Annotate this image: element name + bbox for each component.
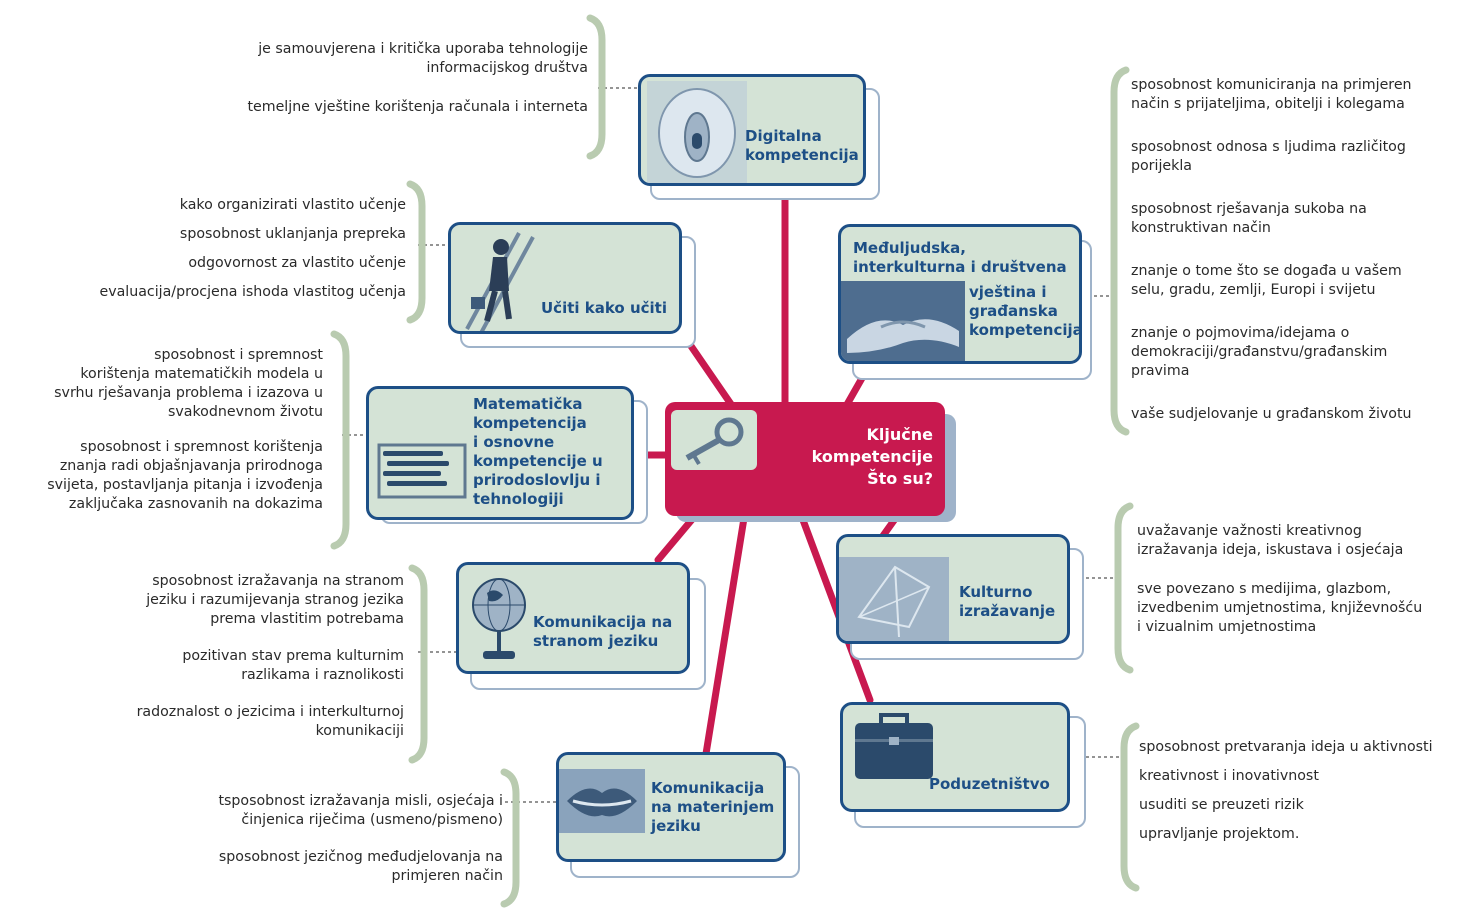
list-item: znanje o tome što se događa u vašem selu… xyxy=(1131,263,1402,298)
node-entre-title: Poduzetništvo xyxy=(929,775,1050,793)
center-title-3: Što su? xyxy=(867,469,933,488)
node-social-title-5: kompetencija xyxy=(969,321,1082,339)
node-foreign-title-2: stranom jeziku xyxy=(533,632,659,650)
list-item: sposobnost i spremnost korištenja matema… xyxy=(54,347,323,420)
list-item: sposobnost komuniciranja na primjeren na… xyxy=(1131,77,1412,112)
brace-foreign xyxy=(408,564,428,764)
list-item: sposobnost izražavanja na stranom jeziku… xyxy=(146,573,404,627)
abacus-icon xyxy=(377,443,467,499)
node-math-title-4: kompetencije u xyxy=(473,452,603,470)
node-digital[interactable]: Digitalna kompetencija xyxy=(638,74,866,186)
node-culture-title-2: izražavanje xyxy=(959,602,1056,620)
brace-culture xyxy=(1114,502,1134,674)
globe-icon xyxy=(472,578,526,659)
list-item: sposobnost i spremnost korištenja znanja… xyxy=(47,439,323,512)
list-item: tsposobnost izražavanja misli, osjećaja … xyxy=(218,793,503,828)
node-social-title-1: Međuljudska, xyxy=(853,239,966,257)
center-node[interactable]: Ključne kompetencije Što su? xyxy=(665,402,945,516)
node-mother-title-2: na materinjem xyxy=(651,798,775,816)
node-culture-title-1: Kulturno xyxy=(959,583,1033,601)
list-item: kako organizirati vlastito učenje xyxy=(179,197,406,213)
node-math-title-5: prirodoslovlju i xyxy=(473,471,601,489)
node-social-title-2: interkulturna i društvena xyxy=(853,258,1067,276)
list-item: sposobnost rješavanja sukoba na konstruk… xyxy=(1131,201,1367,236)
list-entre: sposobnost pretvaranja ideja u aktivnost… xyxy=(1139,738,1477,844)
brace-learn xyxy=(406,180,426,324)
brace-social xyxy=(1110,66,1130,436)
list-item: sposobnost pretvaranja ideja u aktivnost… xyxy=(1139,739,1433,755)
node-math[interactable]: Matematička kompetencija i osnovne kompe… xyxy=(366,386,634,520)
list-item: upravljanje projektom. xyxy=(1139,826,1300,842)
node-mother[interactable]: Komunikacija na materinjem jeziku xyxy=(556,752,786,862)
node-learn-title: Učiti kako učiti xyxy=(541,299,667,317)
node-digital-title-1: Digitalna xyxy=(745,127,822,145)
list-social: sposobnost komuniciranja na primjeren na… xyxy=(1131,76,1471,424)
node-culture[interactable]: Kulturno izražavanje xyxy=(836,534,1070,644)
connector-entre xyxy=(796,508,874,704)
list-math: sposobnost i spremnost korištenja matema… xyxy=(0,346,323,514)
node-foreign-title-1: Komunikacija na xyxy=(533,613,673,631)
center-title-2: kompetencije xyxy=(811,447,933,466)
list-foreign: sposobnost izražavanja na stranom jeziku… xyxy=(74,572,404,741)
list-item: odgovornost za vlastito učenje xyxy=(188,255,406,271)
brace-math xyxy=(330,330,350,550)
climbing-ladder-icon xyxy=(465,232,535,331)
list-culture: uvažavanje važnosti kreativnog izražavan… xyxy=(1137,522,1473,637)
node-entre[interactable]: Poduzetništvo xyxy=(840,702,1070,812)
node-math-title-6: tehnologiji xyxy=(473,490,564,508)
list-mother: tsposobnost izražavanja misli, osjećaja … xyxy=(143,792,503,886)
music-stand-icon xyxy=(839,557,949,641)
computer-mouse-icon xyxy=(647,81,747,183)
list-item: evaluacija/procjena ishoda vlastitog uče… xyxy=(99,284,406,300)
list-item: sposobnost jezičnog međudjelovanja na pr… xyxy=(218,849,503,884)
node-digital-title-2: kompetencija xyxy=(745,146,859,164)
list-item: sposobnost odnosa s ljudima različitog p… xyxy=(1131,139,1406,174)
list-item: usuditi se preuzeti rizik xyxy=(1139,797,1304,813)
list-learn: kako organizirati vlastito učenje sposob… xyxy=(26,196,406,302)
node-social-title-3: vještina i xyxy=(969,283,1047,301)
lips-icon xyxy=(559,769,645,833)
node-social[interactable]: Međuljudska, interkulturna i društvena v… xyxy=(838,224,1082,364)
list-item: sve povezano s medijima, glazbom, izvedb… xyxy=(1137,581,1423,635)
center-title-1: Ključne xyxy=(866,425,933,444)
node-math-title-3: i osnovne xyxy=(473,433,555,451)
list-item: znanje o pojmovima/idejama o demokraciji… xyxy=(1131,325,1388,379)
brace-mother xyxy=(500,768,520,908)
node-mother-title-3: jeziku xyxy=(651,817,701,835)
node-math-title-2: kompetencija xyxy=(473,414,587,432)
node-foreign[interactable]: Komunikacija na stranom jeziku xyxy=(456,562,690,674)
list-digital: je samouvjerena i kritička uporaba tehno… xyxy=(168,40,588,117)
node-social-title-4: građanska xyxy=(969,302,1058,320)
list-item: temeljne vještine korištenja računala i … xyxy=(247,99,588,115)
list-item: vaše sudjelovanje u građanskom životu xyxy=(1131,406,1412,422)
list-item: kreativnost i inovativnost xyxy=(1139,768,1319,784)
brace-entre xyxy=(1120,722,1140,892)
key-icon xyxy=(671,410,757,470)
list-item: radoznalost o jezicima i interkulturnoj … xyxy=(136,704,404,739)
node-mother-title-1: Komunikacija xyxy=(651,779,765,797)
handshake-icon xyxy=(841,281,965,361)
list-item: pozitivan stav prema kulturnim razlikama… xyxy=(182,648,404,683)
node-math-title-1: Matematička xyxy=(473,395,583,413)
connector-mother xyxy=(701,508,749,764)
list-item: uvažavanje važnosti kreativnog izražavan… xyxy=(1137,523,1404,558)
list-item: sposobnost uklanjanja prepreka xyxy=(179,226,406,242)
brace-digital xyxy=(586,14,606,160)
list-item: je samouvjerena i kritička uporaba tehno… xyxy=(258,41,588,76)
node-learn[interactable]: Učiti kako učiti xyxy=(448,222,682,334)
briefcase-icon xyxy=(855,713,933,779)
